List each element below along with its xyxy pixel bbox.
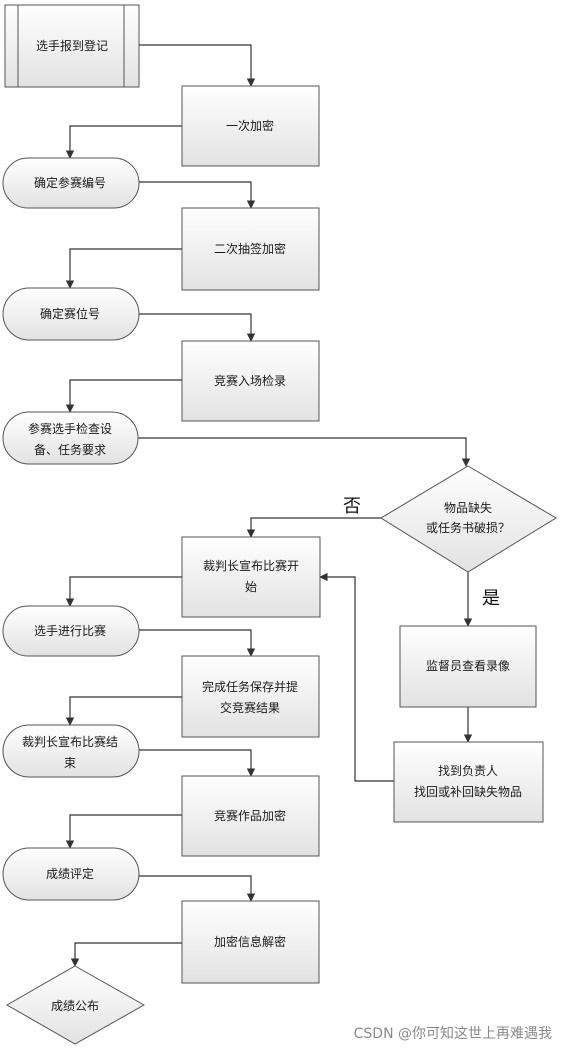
node-submit-line1: 完成任务保存并提 bbox=[202, 679, 298, 694]
node-seat-label: 确定赛位号 bbox=[40, 306, 100, 321]
node-decrypt: 加密信息解密 bbox=[181, 900, 320, 984]
node-review-label: 监督员查看录像 bbox=[426, 658, 510, 673]
node-enc1: 一次加密 bbox=[181, 85, 320, 167]
node-resolve-line1: 找到负责人 bbox=[438, 764, 498, 778]
node-entry-check-label: 竞赛入场检录 bbox=[214, 373, 286, 388]
node-decision: 物品缺失 或任务书破损？ bbox=[380, 465, 557, 573]
node-seat: 确定赛位号 bbox=[2, 287, 140, 341]
watermark: CSDN @你可知这世上再难遇我 bbox=[353, 1026, 552, 1042]
node-end: 裁判长宣布比赛结 束 bbox=[2, 724, 140, 778]
edge-register-enc1 bbox=[139, 44, 256, 87]
node-resolve-line2: 找回或补回缺失物品 bbox=[414, 784, 522, 799]
node-decision-line2: 或任务书破损？ bbox=[426, 520, 510, 535]
node-publish-label: 成绩公布 bbox=[51, 999, 99, 1013]
node-compete: 选手进行比赛 bbox=[2, 605, 140, 657]
edge-enc2-seat bbox=[65, 248, 182, 289]
node-decision-line1: 物品缺失 bbox=[444, 500, 492, 515]
edge-entry-inspect bbox=[65, 379, 182, 413]
edge-end-encwork bbox=[139, 749, 256, 777]
node-enc2: 二次抽签加密 bbox=[181, 207, 320, 291]
edge-compete-submit bbox=[139, 629, 256, 657]
edge-submit-end bbox=[65, 696, 182, 726]
node-end-line1: 裁判长宣布比赛结 bbox=[22, 734, 118, 749]
node-inspect-line1: 参赛选手检查设 bbox=[28, 421, 112, 436]
node-review: 监督员查看录像 bbox=[399, 625, 537, 708]
node-submit-line2: 交竞赛结果 bbox=[220, 700, 280, 715]
node-grading-label: 成绩评定 bbox=[46, 866, 94, 881]
node-compete-label: 选手进行比赛 bbox=[34, 623, 106, 638]
node-inspect: 参赛选手检查设 备、任务要求 bbox=[2, 411, 139, 465]
node-start-line1: 裁判长宣布比赛开 bbox=[203, 558, 299, 573]
edge-decision-no-start bbox=[246, 517, 381, 538]
node-confirm-id-label: 确定参赛编号 bbox=[34, 175, 106, 190]
edge-resolve-start bbox=[319, 572, 394, 782]
node-publish: 成绩公布 bbox=[5, 965, 146, 1045]
edge-confirm-enc2 bbox=[139, 181, 256, 209]
edge-inspect-decision bbox=[138, 437, 471, 467]
edge-decrypt-publish bbox=[70, 942, 182, 967]
node-decrypt-label: 加密信息解密 bbox=[214, 934, 286, 949]
edge-start-compete bbox=[65, 576, 182, 607]
node-inspect-line2: 备、任务要求 bbox=[34, 442, 106, 457]
edge-encwork-grading bbox=[65, 814, 182, 849]
node-submit: 完成任务保存并提 交竞赛结果 bbox=[181, 655, 320, 738]
edge-enc1-confirm bbox=[65, 125, 182, 159]
edge-seat-entry bbox=[139, 313, 256, 342]
edge-label-no: 否 bbox=[343, 496, 361, 517]
node-register: 选手报到登记 bbox=[4, 4, 140, 88]
edge-grading-decrypt bbox=[139, 875, 256, 902]
node-start-line2: 始 bbox=[245, 580, 257, 594]
node-grading: 成绩评定 bbox=[2, 847, 140, 901]
node-start: 裁判长宣布比赛开 始 bbox=[181, 536, 321, 618]
node-enc2-label: 二次抽签加密 bbox=[214, 241, 286, 256]
node-resolve: 找到负责人 找回或补回缺失物品 bbox=[393, 741, 544, 823]
node-register-label: 选手报到登记 bbox=[36, 38, 108, 53]
node-enc1-label: 一次加密 bbox=[226, 118, 274, 133]
edge-label-yes: 是 bbox=[482, 588, 500, 609]
node-end-line2: 束 bbox=[64, 756, 76, 770]
node-confirm-id: 确定参赛编号 bbox=[2, 157, 140, 209]
node-enc-work-label: 竞赛作品加密 bbox=[214, 808, 286, 823]
node-enc-work: 竞赛作品加密 bbox=[181, 775, 320, 857]
edges bbox=[65, 44, 473, 967]
node-entry-check: 竞赛入场检录 bbox=[181, 340, 320, 422]
